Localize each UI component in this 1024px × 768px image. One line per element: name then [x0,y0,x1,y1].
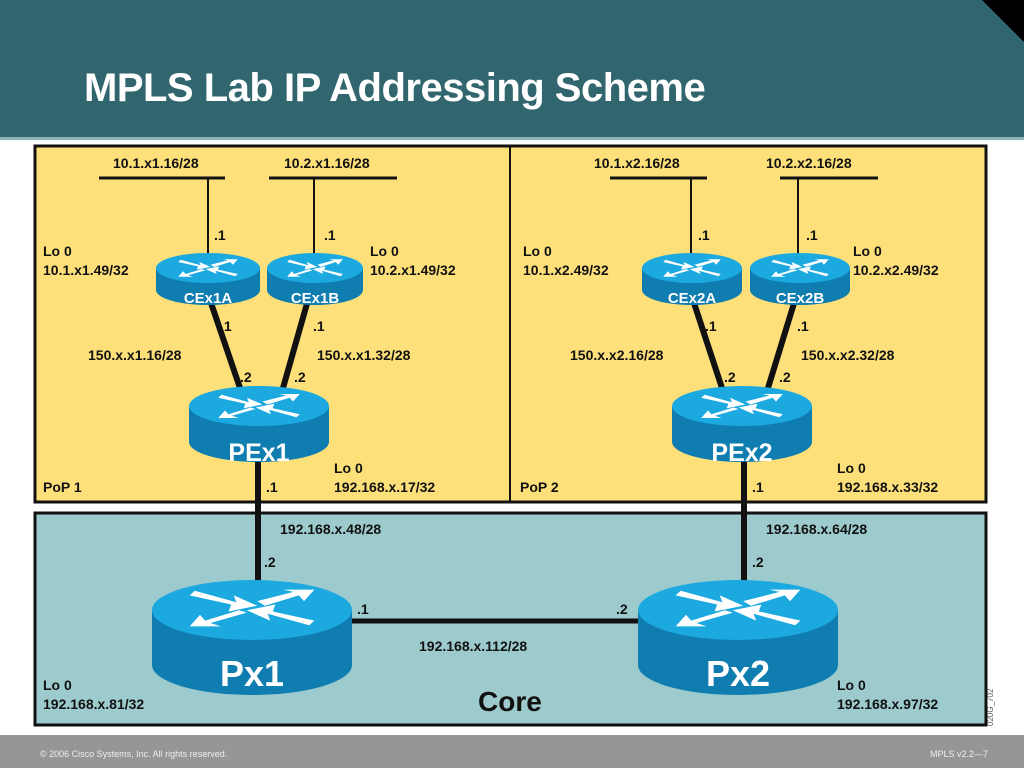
loopback-address: 192.168.x.33/32 [837,479,938,495]
router-px1[interactable]: Px1 [152,580,352,695]
host-address-label: .2 [294,369,306,385]
lan-subnet-label: 10.2.x1.16/28 [284,155,370,171]
host-address-label: .1 [220,318,232,334]
link-subnet-label: 150.x.x1.32/28 [317,347,411,363]
loopback-label: Lo 0 [43,243,72,259]
host-address-label: .1 [324,227,336,243]
host-address-label: .1 [313,318,325,334]
header-divider [0,137,1024,140]
host-address-label: .2 [616,601,628,617]
router-cex1a[interactable]: CEx1A [156,253,260,307]
router-label: CEx2B [776,290,825,307]
loopback-address: 10.2.x2.49/32 [853,262,939,278]
pop-label: PoP 2 [520,479,559,495]
link-subnet-label: 150.x.x2.16/28 [570,347,664,363]
router-px2[interactable]: Px2 [638,580,838,695]
link-subnet-label: 192.168.x.112/28 [419,638,527,654]
host-address-label: .1 [797,318,809,334]
loopback-address: 10.2.x1.49/32 [370,262,456,278]
loopback-label: Lo 0 [853,243,882,259]
loopback-address: 192.168.x.81/32 [43,696,144,712]
loopback-label: Lo 0 [334,460,363,476]
link-subnet-label: 150.x.x2.32/28 [801,347,895,363]
loopback-label: Lo 0 [43,677,72,693]
router-label: CEx1B [291,290,340,307]
router-pex2[interactable]: PEx2 [672,386,812,467]
link-cex1b-pex1 [280,299,311,389]
loopback-label: Lo 0 [523,243,552,259]
router-label: Px2 [706,653,770,694]
link-cex2a-pex2 [690,299,725,389]
loopback-label: Lo 0 [837,460,866,476]
host-address-label: .2 [724,369,736,385]
router-label: CEx2A [668,290,717,307]
router-cex2a[interactable]: CEx2A [642,253,742,307]
host-address-label: .1 [806,227,818,243]
header-corner-decoration [982,0,1024,42]
slide-footer: © 2006 Cisco Systems, Inc. All rights re… [0,735,1024,768]
slide-reference: MPLS v2.2—7 [929,749,988,759]
link-cex1a-pex1 [207,299,243,389]
link-subnet-label: 150.x.x1.16/28 [88,347,182,363]
pop-label: PoP 1 [43,479,82,495]
core-label: Core [478,686,542,717]
router-cex2b[interactable]: CEx2B [750,253,850,307]
loopback-label: Lo 0 [837,677,866,693]
slide-title: MPLS Lab IP Addressing Scheme [84,66,706,110]
router-label: Px1 [220,653,284,694]
router-label: PEx2 [711,439,772,467]
link-subnet-label: 192.168.x.64/28 [766,521,867,537]
link-cex2b-pex2 [765,299,798,389]
host-address-label: .1 [357,601,369,617]
host-address-label: .1 [752,479,764,495]
host-address-label: .1 [698,227,710,243]
lan-subnet-label: 10.2.x2.16/28 [766,155,852,171]
host-address-label: .2 [240,369,252,385]
host-address-label: .1 [705,318,717,334]
loopback-address: 10.1.x1.49/32 [43,262,129,278]
loopback-address: 192.168.x.17/32 [334,479,435,495]
host-address-label: .2 [779,369,791,385]
router-cex1b[interactable]: CEx1B [267,253,363,307]
router-label: CEx1A [184,290,233,307]
router-pex1[interactable]: PEx1 [189,386,329,467]
lan-subnet-label: 10.1.x2.16/28 [594,155,680,171]
host-address-label: .2 [264,554,276,570]
figure-id: 020G_702 [986,688,995,726]
link-subnet-label: 192.168.x.48/28 [280,521,381,537]
slide-header: MPLS Lab IP Addressing Scheme [0,0,1024,137]
host-address-label: .1 [266,479,278,495]
lan-subnet-label: 10.1.x1.16/28 [113,155,199,171]
host-address-label: .2 [752,554,764,570]
loopback-address: 10.1.x2.49/32 [523,262,609,278]
loopback-address: 192.168.x.97/32 [837,696,938,712]
router-label: PEx1 [228,439,289,467]
host-address-label: .1 [214,227,226,243]
loopback-label: Lo 0 [370,243,399,259]
copyright-text: © 2006 Cisco Systems, Inc. All rights re… [40,749,228,759]
